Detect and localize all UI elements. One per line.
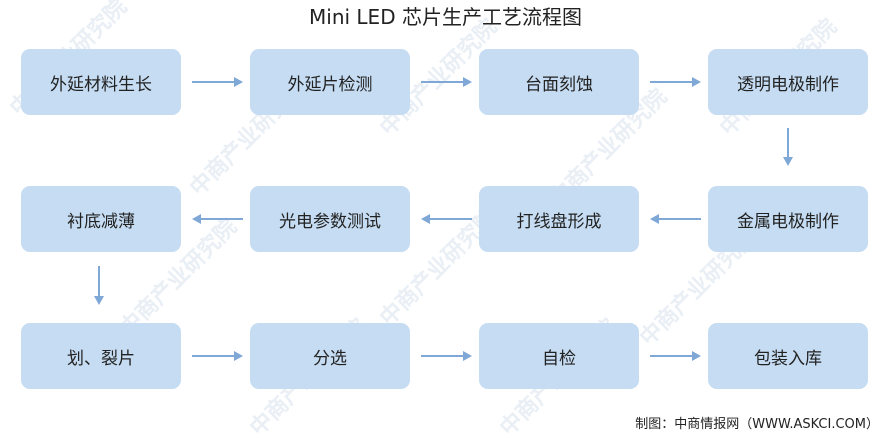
step-epi-wafer-inspection: 外延片检测: [250, 49, 410, 115]
step-mesa-etching: 台面刻蚀: [479, 49, 639, 115]
step-photoelectric-test: 光电参数测试: [250, 186, 410, 252]
step-sorting: 分选: [250, 323, 410, 389]
diagram-title: Mini LED 芯片生产工艺流程图: [309, 5, 582, 29]
step-packaging-storage: 包装入库: [708, 323, 868, 389]
step-self-inspection: 自检: [479, 323, 639, 389]
step-substrate-thinning: 衬底减薄: [21, 186, 181, 252]
step-metal-electrode: 金属电极制作: [708, 186, 868, 252]
step-epitaxial-growth: 外延材料生长: [21, 49, 181, 115]
step-bond-pad-formation: 打线盘形成: [479, 186, 639, 252]
source-credit: 制图：中商情报网（WWW.ASKCI.COM）: [635, 417, 879, 432]
step-transparent-electrode: 透明电极制作: [708, 49, 868, 115]
step-scribing-breaking: 划、裂片: [21, 323, 181, 389]
